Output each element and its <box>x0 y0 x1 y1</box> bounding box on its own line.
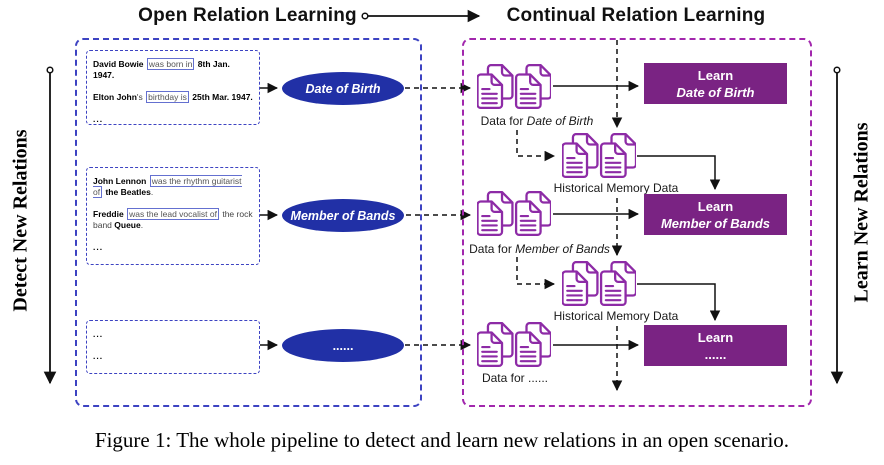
entity-object: 25th Mar. 1947. <box>192 92 253 102</box>
data-documents-icon-1 <box>477 64 551 115</box>
relation-phrase-tag: was the lead vocalist of <box>127 208 219 220</box>
data-label-2: Data for Member of Bands <box>452 242 627 256</box>
period: . <box>140 220 144 230</box>
data-documents-icon-2 <box>477 191 551 242</box>
learn-action: Learn <box>697 329 734 345</box>
entity-object: 8th Jan. 1947. <box>93 59 230 80</box>
left-side-arrow-startdot <box>46 66 54 74</box>
figure-caption: Figure 1: The whole pipeline to detect a… <box>94 428 790 452</box>
sentence-elton-john: Elton John's birthday is 25th Mar. 1947. <box>93 91 253 103</box>
sentence-david-bowie: David Bowie was born in 8th Jan. 1947. <box>93 58 253 81</box>
data-label-relation: Member of Bands <box>515 242 610 256</box>
sentence-box-date-of-birth: David Bowie was born in 8th Jan. 1947. E… <box>86 50 260 125</box>
ellipsis: ... <box>93 242 104 252</box>
ellipsis: ... <box>93 351 104 361</box>
entity-subject: John Lennon <box>93 176 147 186</box>
learn-relation: ...... <box>704 346 727 362</box>
header-arrow-startdot <box>361 12 369 20</box>
learn-action: Learn <box>697 67 734 83</box>
relation-ellipse-date-of-birth: Date of Birth <box>282 72 404 105</box>
sentence-box-more-relations: ... ... <box>86 320 260 374</box>
continual-relation-learning-panel <box>462 38 812 407</box>
arrow-memory2-to-learn3 <box>637 283 721 322</box>
continual-relation-learning-title: Continual Relation Learning <box>506 5 766 26</box>
detect-new-relations-label: Detect New Relations <box>9 129 32 312</box>
learn-box-more: Learn ...... <box>644 325 787 366</box>
right-side-arrow-startdot <box>833 66 841 74</box>
relation-ellipse-member-of-bands: Member of Bands <box>282 199 404 232</box>
data-label-1: Data for Date of Birth <box>457 114 617 128</box>
period: . <box>150 187 154 197</box>
ellipsis: ... <box>93 329 104 339</box>
arrow-memory1-to-learn2 <box>637 155 721 191</box>
sentence-freddie: Freddie was the lead vocalist of the roc… <box>93 208 253 231</box>
entity-subject: Freddie <box>93 209 124 219</box>
sentence-box-member-of-bands: John Lennon was the rhythm guitarist of … <box>86 167 260 265</box>
relation-phrase-tag: was born in <box>146 58 195 70</box>
relation-phrase-tag: was the rhythm guitarist of <box>93 175 242 198</box>
entity-object: the Beatles <box>105 187 151 197</box>
data-label-prefix: Data for <box>469 242 516 256</box>
data-documents-icon-3 <box>477 322 551 373</box>
open-relation-learning-panel <box>75 38 422 407</box>
data-label-prefix: Data for <box>481 371 528 385</box>
entity-subject: Elton John <box>93 92 137 102</box>
memory-documents-icon-2 <box>562 261 636 312</box>
memory-label-2: Historical Memory Data <box>553 309 679 323</box>
sentence-john-lennon: John Lennon was the rhythm guitarist of … <box>93 175 253 198</box>
possessive: 's <box>136 92 143 102</box>
memory-documents-icon-1 <box>562 133 636 184</box>
learn-relation: Member of Bands <box>660 215 771 231</box>
relation-ellipse-more: ...... <box>282 329 404 362</box>
data-label-relation: ...... <box>528 371 549 385</box>
learn-action: Learn <box>697 198 734 214</box>
learn-relation: Date of Birth <box>676 84 755 100</box>
data-label-relation: Date of Birth <box>526 114 594 128</box>
entity-object: Queue <box>114 220 141 230</box>
ellipsis: ... <box>93 114 104 124</box>
data-label-prefix: Data for <box>480 114 527 128</box>
open-relation-learning-title: Open Relation Learning <box>138 5 357 26</box>
learn-box-date-of-birth: Learn Date of Birth <box>644 63 787 104</box>
dashed-arrow-data2-to-memory2 <box>516 257 556 290</box>
data-label-3: Data for ...... <box>455 371 575 385</box>
learn-new-relations-label: Learn New Relations <box>850 122 873 303</box>
learn-box-member-of-bands: Learn Member of Bands <box>644 194 787 235</box>
relation-phrase-tag: birthday is <box>146 91 189 103</box>
sentence-middle: the rock band <box>93 209 253 230</box>
memory-label-1: Historical Memory Data <box>553 181 679 195</box>
entity-subject: David Bowie <box>93 59 144 69</box>
